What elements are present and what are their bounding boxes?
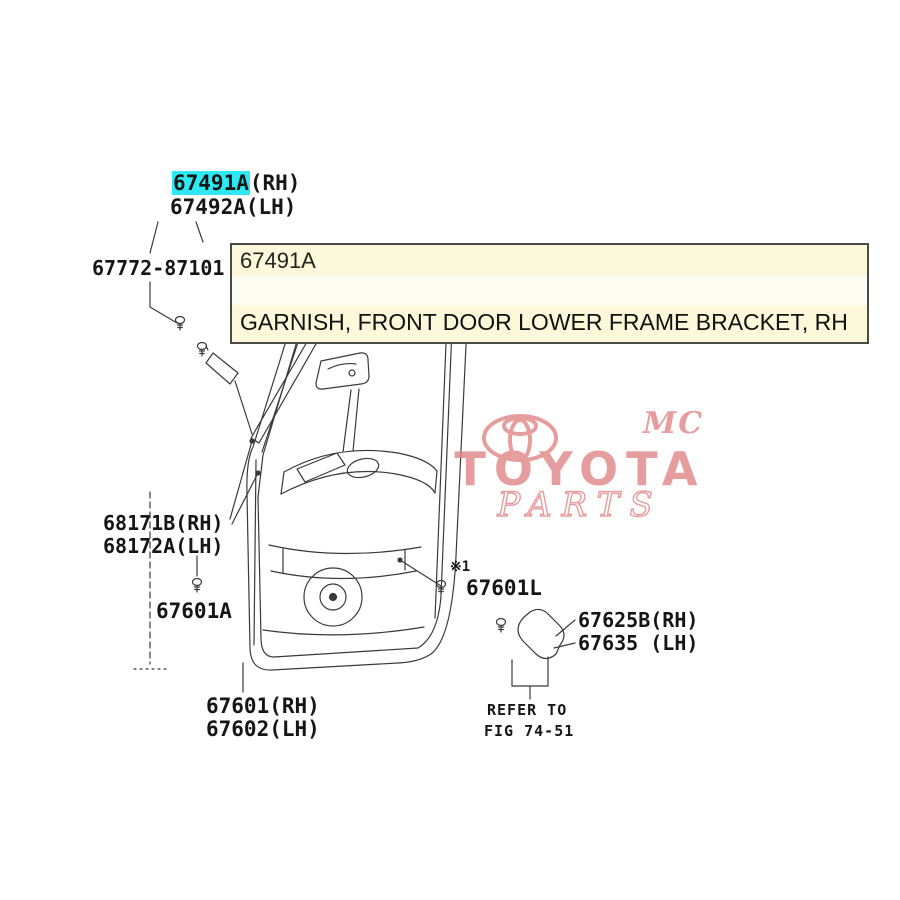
label-board-rh: 67601(RH) — [206, 694, 320, 718]
retainer-clip-drawing — [517, 608, 565, 660]
tooltip-spacer — [232, 276, 867, 305]
label-trim-rh: 68171B(RH) — [103, 511, 224, 535]
rh-suffix: (RH) — [249, 171, 301, 195]
door-trim-panel-drawing — [246, 290, 469, 671]
tooltip-part-number: 67491A — [232, 245, 867, 276]
label-refer-line2: FIG 74-51 — [484, 722, 575, 740]
screw-icon — [196, 342, 208, 357]
label-screw-right: 67601L — [466, 576, 542, 600]
label-garnish-rh: 67491A(RH) — [172, 171, 301, 195]
leader-lines — [133, 221, 576, 700]
label-refer-line1: REFER TO — [487, 701, 568, 719]
label-clip-rh: 67625B(RH) — [578, 608, 699, 632]
label-screw-left: 67601A — [156, 599, 232, 623]
screw-icon — [495, 618, 507, 633]
tooltip-description: GARNISH, FRONT DOOR LOWER FRAME BRACKET,… — [232, 305, 867, 342]
label-trim-lh: 68172A(LH) — [103, 534, 224, 558]
label-board-lh: 67602(LH) — [206, 717, 320, 741]
garnish-bracket-drawing — [205, 352, 253, 435]
label-clip-lh: 67635 (LH) — [578, 631, 699, 655]
label-bracket-part: 67772-87101 — [92, 256, 225, 280]
label-note-mark: ※1 — [450, 559, 471, 575]
label-garnish-lh: 67492A(LH) — [170, 195, 297, 219]
part-tooltip: 67491A GARNISH, FRONT DOOR LOWER FRAME B… — [230, 243, 869, 344]
highlighted-part-number[interactable]: 67491A — [172, 171, 250, 195]
screw-icon — [191, 578, 203, 593]
